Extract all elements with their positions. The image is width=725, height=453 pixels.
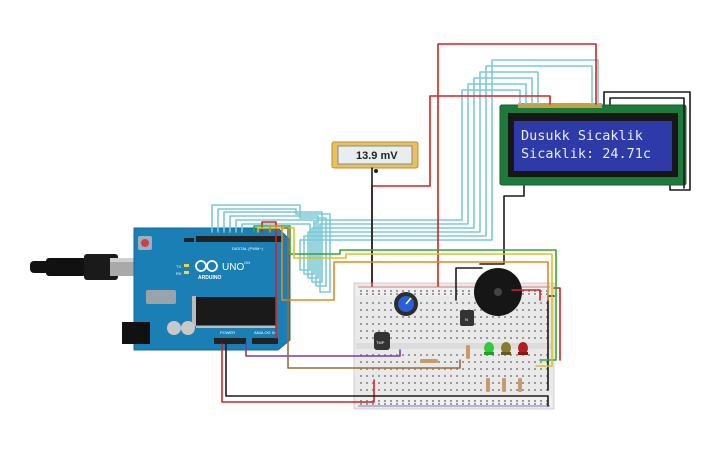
transistor-label: N <box>465 317 468 322</box>
wire-red-power[interactable] <box>221 343 375 403</box>
wire-orange[interactable] <box>269 225 549 301</box>
wire-brown[interactable] <box>283 227 461 369</box>
rx-label: RX <box>176 271 182 276</box>
lcd-line-1: Dusukk Sicaklik <box>521 128 643 144</box>
led-red[interactable] <box>518 342 528 355</box>
wire-cyan-4[interactable] <box>229 71 539 279</box>
wire-red-rail[interactable] <box>553 287 561 361</box>
resistor-1[interactable] <box>420 359 438 363</box>
led-yellow[interactable] <box>501 342 511 355</box>
board-brand: ARDUINO <box>198 275 221 281</box>
on-label: ON <box>244 260 250 265</box>
lcd-module[interactable]: Dusukk Sicaklik Sicaklik: 24.71c <box>499 103 687 186</box>
resistor-5[interactable] <box>518 378 522 392</box>
wire-black-gnd[interactable] <box>225 343 549 407</box>
capacitor-2 <box>181 321 195 335</box>
lcd-line-2: Sicaklik: 24.71c <box>521 146 651 162</box>
wire-red-pin[interactable] <box>261 221 277 339</box>
resistor-3[interactable] <box>486 378 490 392</box>
digital-header <box>196 236 282 242</box>
resistor-2[interactable] <box>466 345 470 359</box>
capacitor-1 <box>167 321 181 335</box>
usb-cable[interactable] <box>30 254 140 280</box>
tx-label: TX <box>176 264 181 269</box>
analog-header <box>252 338 278 344</box>
breadboard-holes <box>360 290 548 405</box>
lcd-pin-header <box>518 103 602 108</box>
temperature-sensor[interactable]: TMP <box>374 332 390 350</box>
sensor-label: TMP <box>376 340 385 345</box>
wire-black-lcd[interactable] <box>603 91 691 191</box>
analog-label: ANALOG IN <box>254 330 276 335</box>
npn-transistor[interactable]: N <box>460 310 474 326</box>
wire-red-buzzer[interactable] <box>511 289 541 301</box>
power-label: POWER <box>220 330 235 335</box>
voltmeter[interactable]: 13.9 mV <box>331 141 419 173</box>
wires <box>211 43 691 407</box>
wire-purple[interactable] <box>245 343 401 357</box>
tx-led <box>184 264 189 267</box>
wire-black-buzzer[interactable] <box>455 267 483 301</box>
crystal <box>146 290 176 304</box>
digital-label: DIGITAL (PWM~) <box>232 246 264 251</box>
power-jack[interactable] <box>122 322 150 344</box>
board-model: UNO <box>222 262 244 273</box>
wire-green[interactable] <box>253 225 557 361</box>
wire-red-lcd[interactable] <box>437 43 597 287</box>
lcd-screen <box>514 121 672 171</box>
voltmeter-reading: 13.9 mV <box>356 150 398 162</box>
wire-cyan-1[interactable] <box>211 89 521 287</box>
potentiometer[interactable] <box>394 292 418 316</box>
wire-black-lcd-2[interactable] <box>609 97 685 189</box>
wire-black-lcd-3[interactable] <box>479 185 525 265</box>
arduino-uno-board[interactable]: DIGITAL (PWM~) TX RX ON UNO ARDUINO POWE… <box>122 227 291 351</box>
piezo-buzzer[interactable] <box>474 268 522 316</box>
wire-cyan-5[interactable] <box>235 65 593 275</box>
atmega-chip <box>196 297 276 325</box>
rx-led <box>184 271 189 274</box>
wire-cyan-2[interactable] <box>217 83 527 293</box>
power-header <box>214 338 246 344</box>
wire-cyan-3[interactable] <box>223 77 533 283</box>
led-green[interactable] <box>484 342 494 355</box>
arduino-logo-icon <box>195 260 218 272</box>
resistor-4[interactable] <box>502 378 506 392</box>
